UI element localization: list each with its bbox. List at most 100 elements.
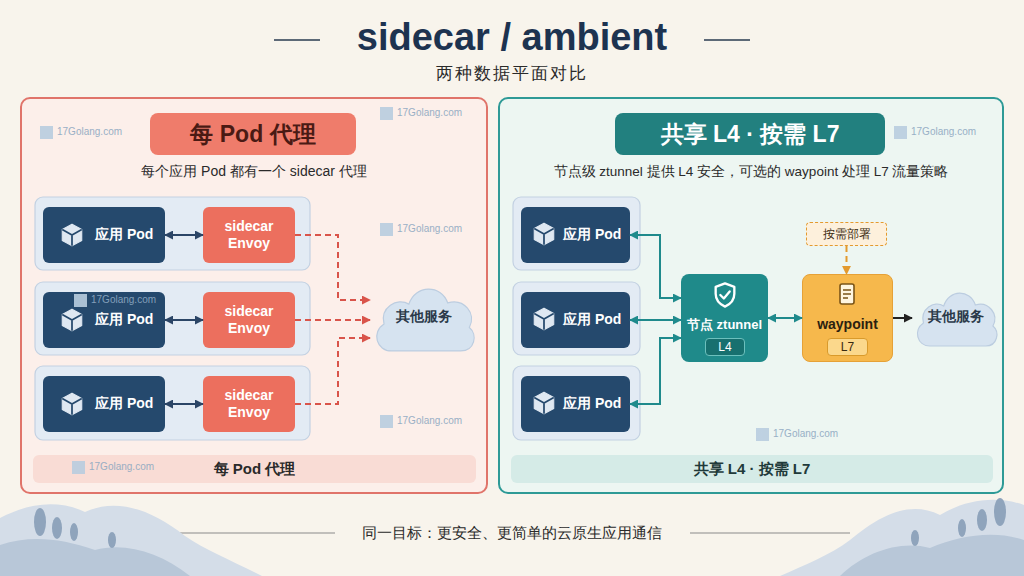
connectors <box>165 235 912 404</box>
pod-row-band <box>513 366 640 440</box>
service-cloud-text: 其他服务 <box>928 308 984 326</box>
connector-arrow <box>295 235 370 300</box>
service-cloud-text: 其他服务 <box>396 308 452 326</box>
footer-rule <box>175 533 335 534</box>
sidecar-box: sidecar Envoy <box>203 207 295 263</box>
ztunnel-box-text: 节点 ztunnel <box>687 316 762 334</box>
pod-row-bands <box>35 197 640 440</box>
panel-fill <box>498 97 1004 494</box>
watermark: 17Golang.com <box>72 460 154 474</box>
layer-badge-text: L4 <box>718 340 731 354</box>
header-pill: 每 Pod 代理 <box>150 113 356 155</box>
connector-arrow <box>630 338 681 404</box>
tree <box>994 498 1006 526</box>
hill <box>840 535 1024 576</box>
watermark: 17Golang.com <box>74 293 156 307</box>
hill <box>780 500 1024 576</box>
pod-row-band <box>513 197 640 270</box>
sidecar-box: sidecar Envoy <box>203 376 295 432</box>
watermark: 17Golang.com <box>40 125 122 139</box>
tree <box>70 523 78 541</box>
pod-row-band <box>35 197 310 270</box>
layer-badge: L7 <box>827 338 868 356</box>
connector-arrow <box>165 319 203 321</box>
cube-icon <box>62 309 82 331</box>
shield-icon <box>716 283 735 306</box>
panel: 每个应用 Pod 都有一个 sidecar 代理每 Pod 代理应用 Podsi… <box>20 97 488 494</box>
service-cloud: 其他服务 <box>912 282 1000 352</box>
panel: 节点级 ztunnel 提供 L4 安全，可选的 waypoint 处理 L7 … <box>498 97 1004 494</box>
tree <box>52 517 62 539</box>
pod-box-text: 应用 Pod <box>95 311 153 329</box>
panel-text: 每个应用 Pod 都有一个 sidecar 代理 <box>141 163 367 181</box>
panel-text: 节点级 ztunnel 提供 L4 安全，可选的 waypoint 处理 L7 … <box>554 163 949 181</box>
hill <box>0 539 190 576</box>
tree <box>34 508 46 536</box>
caption: 同一目标：更安全、更简单的云原生应用通信 <box>0 524 1024 542</box>
watermark: 17Golang.com <box>380 414 462 428</box>
connector-arrow <box>295 338 370 404</box>
hills-left <box>0 504 262 576</box>
trees <box>34 508 116 548</box>
title-rule <box>274 39 320 41</box>
watermark: 17Golang.com <box>756 427 838 441</box>
summary-band-text: 每 Pod 代理 <box>214 460 296 479</box>
hills-right <box>780 498 1024 576</box>
subtitle: 两种数据平面对比 <box>0 62 1024 85</box>
panel-fill <box>20 97 488 494</box>
deploy-note: 按需部署 <box>806 222 887 246</box>
footer-rule <box>690 533 850 534</box>
cube-icon <box>534 308 554 330</box>
connector-arrow <box>768 317 802 319</box>
ztunnel-box: 节点 ztunnelL4 <box>681 274 768 362</box>
deploy-note-text: 按需部署 <box>823 226 871 243</box>
connector-arrow <box>846 246 848 274</box>
pod-box: 应用 Pod <box>43 292 165 348</box>
summary-band: 每 Pod 代理 <box>33 455 476 483</box>
header-pill: 共享 L4 · 按需 L7 <box>615 113 885 155</box>
connector-arrow <box>893 317 912 319</box>
summary-band-text: 共享 L4 · 按需 L7 <box>694 460 811 479</box>
sidecar-box: sidecar Envoy <box>203 292 295 348</box>
cube-icon <box>62 224 82 246</box>
cloud-outline <box>370 276 478 358</box>
header-pill-text: 每 Pod 代理 <box>190 119 315 150</box>
document-icon <box>840 284 854 304</box>
watermark: 17Golang.com <box>894 125 976 139</box>
pod-box: 应用 Pod <box>521 376 630 432</box>
cube-icon <box>534 223 554 245</box>
pod-box: 应用 Pod <box>521 292 630 348</box>
trees <box>911 498 1006 546</box>
title-rule <box>704 39 750 41</box>
connector-arrow <box>295 319 370 321</box>
watermark: 17Golang.com <box>380 106 462 120</box>
pod-box-text: 应用 Pod <box>563 311 621 329</box>
pod-box-text: 应用 Pod <box>563 226 621 244</box>
service-cloud: 其他服务 <box>370 276 478 358</box>
connector-arrow <box>630 235 681 298</box>
pod-row-band <box>35 282 310 355</box>
pod-box-text: 应用 Pod <box>95 395 153 413</box>
pod-row-band <box>513 282 640 355</box>
tree <box>958 519 966 537</box>
layer-badge: L4 <box>705 338 745 356</box>
pod-row-band <box>35 366 310 440</box>
header-pill-text: 共享 L4 · 按需 L7 <box>661 119 840 150</box>
tree <box>977 509 987 531</box>
hill <box>0 504 262 576</box>
pod-box-text: 应用 Pod <box>95 226 153 244</box>
connector-arrow <box>165 403 203 405</box>
cloud-outline <box>912 282 1000 352</box>
summary-band: 共享 L4 · 按需 L7 <box>511 455 993 483</box>
pod-box: 应用 Pod <box>43 376 165 432</box>
connector-arrow <box>630 319 681 321</box>
tree <box>108 532 116 548</box>
waypoint-box: waypointL7 <box>802 274 893 362</box>
pod-box: 应用 Pod <box>521 207 630 263</box>
cube-icon <box>62 393 82 415</box>
